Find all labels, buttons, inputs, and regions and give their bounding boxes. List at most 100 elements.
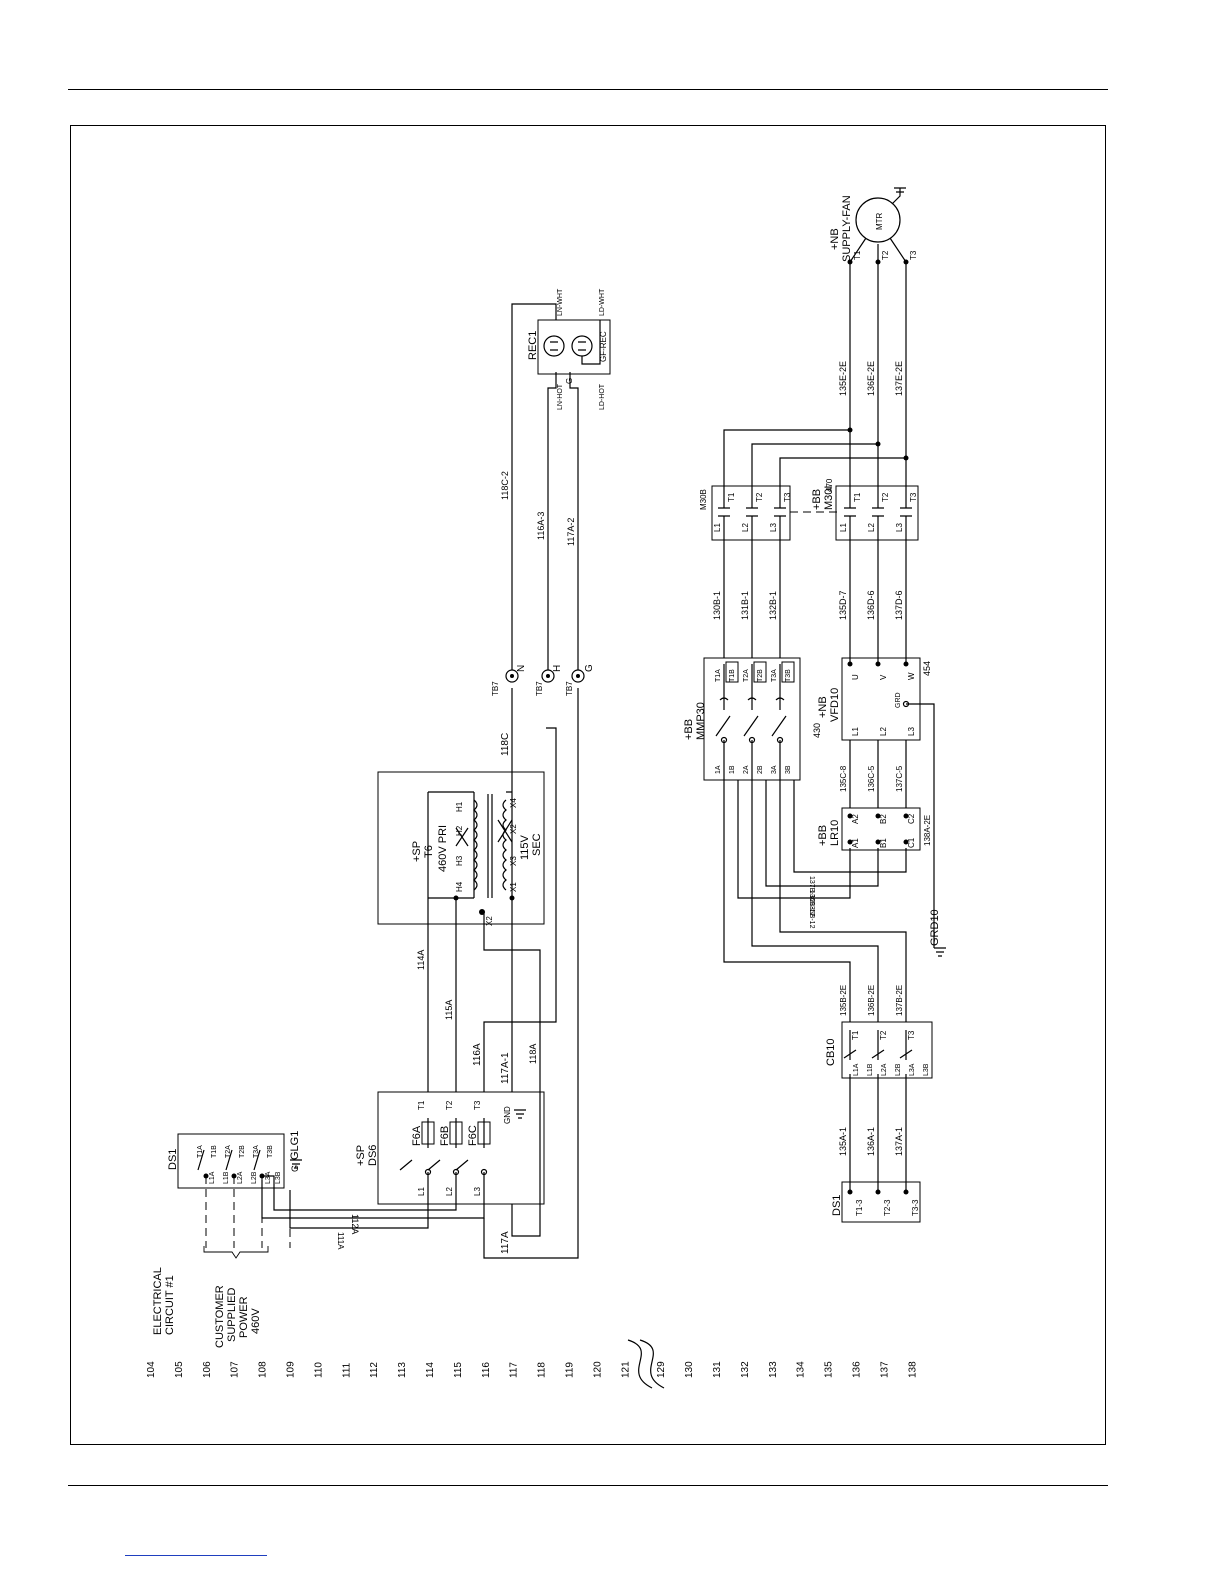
svg-text:T2: T2: [755, 492, 764, 502]
svg-text:L1A: L1A: [209, 1171, 216, 1184]
svg-text:F6B: F6B: [439, 1126, 451, 1146]
grd10-ground: GRD10: [929, 909, 946, 957]
svg-text:T1: T1: [853, 250, 862, 260]
svg-text:H: H: [552, 665, 563, 672]
rung-number: 135: [824, 1361, 835, 1378]
svg-text:L2B: L2B: [251, 1171, 258, 1184]
label-135B-12: 135B-12: [808, 902, 815, 929]
svg-text:POWER: POWER: [238, 1296, 250, 1338]
svg-text:L1: L1: [851, 727, 860, 736]
label-117A-1: 117A-1: [500, 1052, 511, 1084]
rung-number: 111: [341, 1362, 352, 1378]
svg-text:115V: 115V: [519, 834, 531, 860]
svg-text:SUPPLIED: SUPPLIED: [226, 1288, 238, 1342]
svg-text:T2B: T2B: [757, 669, 764, 682]
label-131B-1: 131B-1: [740, 591, 750, 620]
label-115A: 115A: [444, 1000, 454, 1020]
svg-text:L3: L3: [895, 523, 904, 532]
svg-text:L2: L2: [741, 523, 750, 532]
svg-text:+BB: +BB: [683, 719, 695, 740]
mmp30-motor-protector: +BB MMP30 1A 1B 2A 2B 3A 3B T1A T1B T2A …: [683, 657, 801, 781]
svg-text:470: 470: [825, 478, 834, 492]
svg-text:TB7: TB7: [535, 681, 544, 696]
wire-116A: [483, 727, 557, 1092]
svg-text:CIRCUIT #1: CIRCUIT #1: [164, 1275, 176, 1335]
svg-text:T2A: T2A: [225, 1145, 232, 1158]
rung-number: 105: [174, 1361, 185, 1378]
label-132B-1: 132B-1: [768, 591, 778, 620]
rung-number: 110: [313, 1362, 324, 1378]
svg-text:T1: T1: [851, 1030, 860, 1040]
wire-ds1-l3: [261, 1180, 485, 1219]
m30i-contactor: +BB M30I 470 L1 L2 L3 T1 T2 T3: [811, 478, 919, 541]
cb10-breaker: CB10 L1A L1B L2A L2B L3A L3B T1 T2 T3: [825, 1021, 933, 1079]
svg-text:X1: X1: [509, 882, 518, 892]
svg-text:L3A: L3A: [909, 1063, 916, 1076]
svg-text:L3A: L3A: [265, 1171, 272, 1184]
svg-text:GRD: GRD: [895, 692, 902, 708]
rung-number: 106: [202, 1361, 213, 1378]
label-118C: 118C: [500, 733, 511, 756]
label-117A: 117A: [500, 1231, 511, 1254]
svg-text:L3B: L3B: [275, 1171, 282, 1184]
t6-transformer: +SP T6 460V PRI 115V SEC H1 H2 H3 H4 X1 …: [377, 771, 545, 926]
rung-number: 107: [230, 1361, 241, 1378]
svg-text:L2: L2: [867, 523, 876, 532]
svg-text:G: G: [565, 378, 574, 384]
svg-text:ELECTRICAL: ELECTRICAL: [152, 1267, 164, 1335]
label-137E-2E: 137E-2E: [894, 361, 904, 396]
svg-text:H2: H2: [455, 825, 464, 836]
svg-text:X2: X2: [485, 916, 494, 926]
svg-text:T3B: T3B: [267, 1145, 274, 1158]
wire-137B-12: [793, 780, 907, 873]
svg-text:L1A: L1A: [853, 1063, 860, 1076]
electrical-circuit-note: ELECTRICAL CIRCUIT #1: [152, 1267, 176, 1335]
svg-text:T3: T3: [909, 250, 918, 260]
rung-number: 132: [740, 1361, 751, 1378]
wire-112A: [262, 1175, 457, 1211]
wire-138A-2E: [906, 703, 935, 948]
svg-text:L3: L3: [473, 1187, 482, 1196]
label-118C-2: 118C-2: [500, 471, 510, 500]
svg-text:X4: X4: [509, 798, 518, 808]
footer-link-underline[interactable]: [125, 1555, 267, 1556]
svg-text:LD-WHT: LD-WHT: [599, 288, 606, 316]
svg-text:TB7: TB7: [565, 681, 574, 696]
label-136A-1: 136A-1: [866, 1127, 876, 1156]
label-135B-2E: 135B-2E: [839, 985, 848, 1016]
svg-text:L2B: L2B: [895, 1063, 902, 1076]
svg-text:L1B: L1B: [867, 1063, 874, 1076]
label-135E-2E: 135E-2E: [838, 361, 848, 396]
svg-text:+NB: +NB: [829, 228, 841, 250]
svg-text:T2B: T2B: [239, 1145, 246, 1158]
lr10-reactor: +BB LR10 A2 B2 C2 A1 B1 C1: [817, 807, 921, 851]
svg-text:LR10: LR10: [829, 820, 841, 846]
svg-text:U: U: [851, 674, 860, 680]
svg-text:2A: 2A: [743, 765, 750, 774]
label-118A: 118A: [528, 1044, 538, 1064]
supply-fan-motor: MTR +NB SUPPLY-FAN T1 T2 T3: [829, 187, 918, 265]
svg-text:T3: T3: [907, 1030, 916, 1040]
svg-text:N: N: [516, 665, 527, 672]
svg-text:454: 454: [922, 661, 932, 676]
svg-text:T2: T2: [881, 250, 890, 260]
svg-text:L2: L2: [879, 727, 888, 736]
svg-text:B2: B2: [879, 814, 888, 824]
svg-text:L1: L1: [713, 523, 722, 532]
wire-118C-2: [511, 303, 557, 670]
svg-text:X2: X2: [509, 824, 518, 834]
svg-text:LD-HOT: LD-HOT: [599, 383, 606, 410]
svg-text:C1: C1: [907, 837, 916, 848]
svg-text:B1: B1: [879, 838, 888, 848]
rec1-receptacle: REC1 GF-REC G LN-WHT LD-WHT LN-HOT LD-HO…: [527, 288, 611, 410]
svg-text:T1: T1: [727, 492, 736, 502]
svg-text:H1: H1: [455, 801, 464, 812]
svg-text:T2: T2: [445, 1100, 454, 1110]
label-111A: 111A: [336, 1232, 345, 1250]
rung-number: 113: [397, 1362, 408, 1378]
label-136C-5: 136C-5: [867, 765, 876, 792]
svg-text:SEC: SEC: [531, 833, 543, 856]
svg-text:1B: 1B: [729, 765, 736, 774]
